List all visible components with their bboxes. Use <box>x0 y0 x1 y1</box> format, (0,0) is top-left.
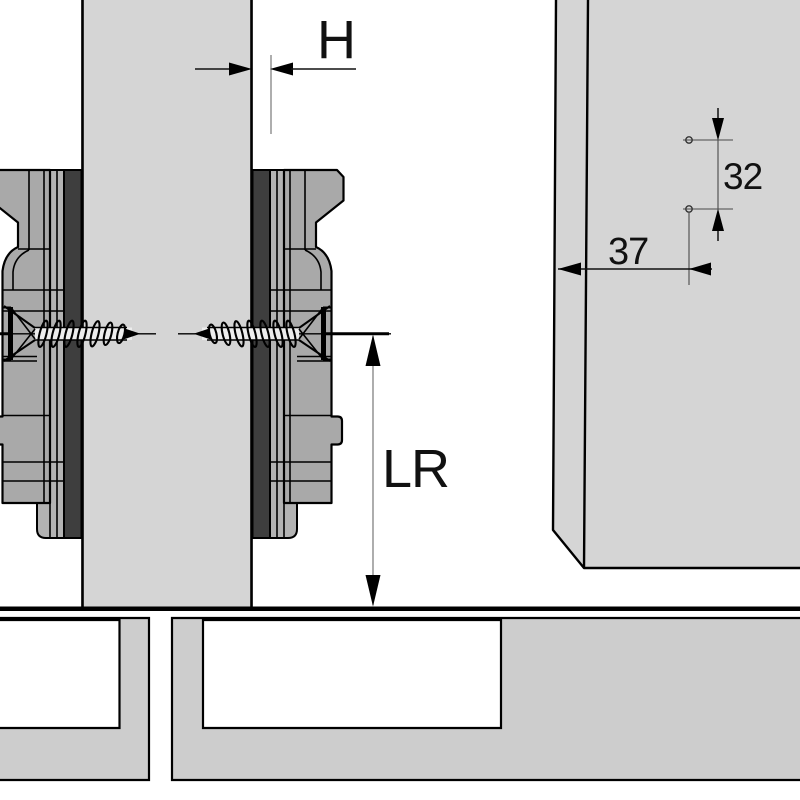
drill-hole-top <box>685 136 693 144</box>
lr-arrow-down <box>365 575 381 607</box>
h-label: H <box>317 10 355 70</box>
mounting-screw <box>178 305 391 362</box>
screw-coil <box>285 319 297 348</box>
screw-coil <box>246 319 258 348</box>
bottom-section <box>0 606 800 782</box>
screw-tip <box>193 328 210 340</box>
h-arrow-right-pointing <box>229 62 252 76</box>
lr-label: LR <box>382 439 449 499</box>
countersink-cross-lines <box>298 308 323 359</box>
dim37-arrow-right <box>689 262 711 276</box>
bottom-rail-right-groove <box>201 618 503 730</box>
screw-head-ticks <box>323 306 332 361</box>
hinge-mounting-plate-right-half <box>178 168 391 539</box>
screw-coil <box>220 321 232 347</box>
cabinet-side-panel-face <box>553 0 800 568</box>
screw-coil <box>259 319 271 348</box>
screw-coil <box>207 323 219 345</box>
cabinet-side-panel <box>551 0 800 570</box>
dimension-h: H <box>195 10 356 134</box>
dim32-label: 32 <box>723 156 762 197</box>
dimension-32: 32 <box>712 108 763 241</box>
cabinet-side-panel-edges <box>551 0 800 570</box>
dimension-lr: LR <box>365 334 450 607</box>
screw-coil <box>233 320 245 348</box>
bottom-rail-left-groove <box>0 618 121 730</box>
plate-body <box>282 168 345 505</box>
drill-hole-bottom <box>685 205 693 213</box>
dim32-arrow-down <box>712 118 724 141</box>
dimension-37: 37 <box>558 213 712 285</box>
dim37-label: 37 <box>608 231 648 273</box>
screw-coil <box>272 319 284 348</box>
floor-line <box>0 606 800 611</box>
dim37-arrow-left <box>558 262 581 276</box>
h-arrow-left-pointing <box>270 62 293 76</box>
screw-threads <box>207 319 297 348</box>
door-panel-face <box>81 0 253 609</box>
door-panel <box>81 0 253 609</box>
lr-arrow-up <box>365 334 381 366</box>
plate-dark-strip <box>251 169 271 539</box>
dim32-arrow-up <box>712 208 724 231</box>
